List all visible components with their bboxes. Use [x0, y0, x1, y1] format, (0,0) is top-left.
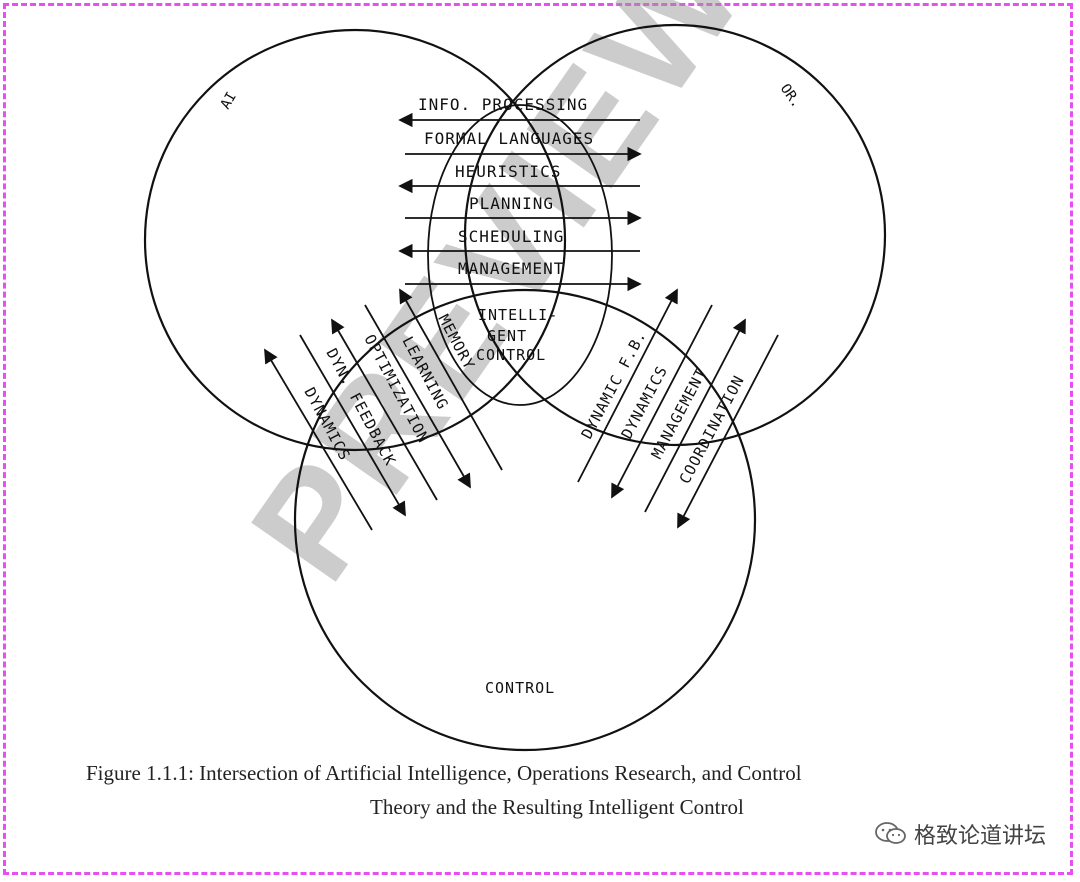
- page-border: [3, 3, 1073, 875]
- right-diagonal-arrows: [577, 288, 779, 529]
- left-diagonal-arrows: [264, 288, 503, 531]
- or-label: OR.: [777, 81, 805, 111]
- wechat-signature: 格致论道讲坛: [874, 818, 1046, 850]
- horizontal-arrows: [398, 112, 642, 292]
- center-label-line2: GENT: [487, 327, 527, 345]
- center-label-line1: INTELLI-: [478, 306, 558, 324]
- figure-caption: Figure 1.1.1: Intersection of Artificial…: [86, 756, 956, 824]
- caption-line-1: Figure 1.1.1: Intersection of Artificial…: [86, 761, 802, 785]
- band-label-heuristics: HEURISTICS: [455, 162, 561, 181]
- band-label-formal-languages: FORMAL LANGUAGES: [424, 129, 594, 148]
- band-label-planning: PLANNING: [469, 194, 554, 213]
- center-label-line3: CONTROL: [476, 346, 546, 364]
- band-label-info-processing: INFO. PROCESSING: [418, 95, 588, 114]
- intelligent-control-circle: [427, 104, 613, 406]
- ai-label: AI: [218, 89, 240, 112]
- preview-watermark: PREVIEW: [219, 0, 777, 608]
- band-label-scheduling: SCHEDULING: [458, 227, 564, 246]
- wechat-icon: [875, 822, 906, 844]
- caption-line-2: Theory and the Resulting Intelligent Con…: [370, 795, 744, 819]
- ai-circle: [143, 28, 567, 452]
- control-label: CONTROL: [485, 679, 555, 697]
- band-label-management: MANAGEMENT: [458, 259, 564, 278]
- wechat-account-name: 格致论道讲坛: [913, 824, 1046, 849]
- or-circle: [463, 23, 887, 447]
- control-circle: [293, 288, 757, 752]
